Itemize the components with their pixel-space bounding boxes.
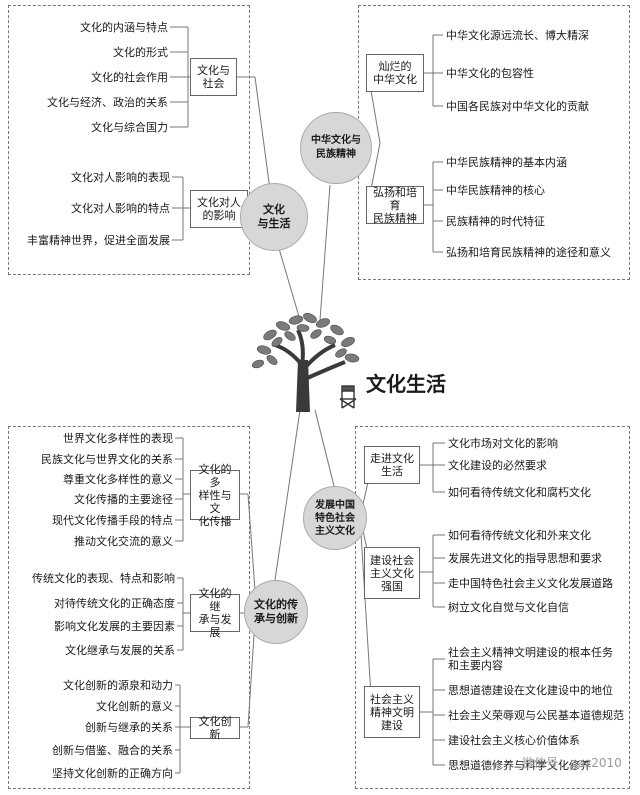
- list-item: 文化市场对文化的影响: [448, 437, 558, 450]
- panel-top-right: [358, 5, 630, 280]
- list-item: 文化建设的必然要求: [448, 459, 547, 472]
- list-item: 文化的内涵与特点: [80, 21, 168, 34]
- list-item: 创新与继承的关系: [85, 721, 173, 734]
- list-item: 文化与经济、政治的关系: [47, 96, 168, 109]
- list-item: 影响文化发展的主要因素: [54, 620, 175, 633]
- list-item: 文化创新的意义: [96, 700, 173, 713]
- list-item: 文化对人影响的特点: [71, 202, 170, 215]
- panel-bottom-right: [355, 426, 630, 789]
- topic-box-culture-society: 文化与 社会: [190, 58, 237, 96]
- topic-box-inherit-develop: 文化的继 承与发展: [190, 587, 240, 639]
- list-item: 尊重文化多样性的意义: [63, 473, 173, 486]
- topic-box-spiritual-civilization: 社会主义 精神文明 建设: [364, 686, 420, 738]
- list-item: 文化的形式: [113, 46, 168, 59]
- page-title: 文化生活: [366, 372, 446, 396]
- list-item: 如何看待传统文化和腐朽文化: [448, 486, 591, 499]
- topic-box-national-spirit: 弘扬和培育 民族精神: [366, 186, 424, 225]
- list-item: 树立文化自觉与文化自信: [448, 601, 569, 614]
- list-item: 推动文化交流的意义: [74, 535, 173, 548]
- list-item: 对待传统文化的正确态度: [54, 597, 175, 610]
- list-item: 文化传播的主要途径: [74, 493, 173, 506]
- list-item: 思想道德建设在文化建设中的地位: [448, 684, 613, 697]
- list-item: 中华文化的包容性: [446, 67, 534, 80]
- list-item: 丰富精神世界，促进全面发展: [27, 234, 170, 247]
- topic-box-innovation: 文化创新: [190, 715, 240, 741]
- list-item: 坚持文化创新的正确方向: [52, 767, 173, 780]
- list-item: 中华文化源远流长、博大精深: [446, 29, 589, 42]
- list-item: 中华民族精神的核心: [446, 184, 545, 197]
- hub-socialist-culture: 发展中国 特色社会 主义文化: [303, 486, 367, 550]
- hub-inherit-innovate: 文化的传 承与创新: [244, 580, 308, 644]
- list-item: 中华民族精神的基本内涵: [446, 156, 567, 169]
- list-item: 社会主义荣辱观与公民基本道德规范: [448, 709, 624, 722]
- list-item: 建设社会主义核心价值体系: [448, 734, 580, 747]
- list-item: 思想道德修养与科学文化修养: [448, 759, 591, 772]
- list-item: 文化与综合国力: [91, 121, 168, 134]
- list-item: 传统文化的表现、特点和影响: [32, 572, 175, 585]
- list-item: 现代文化传播手段的特点: [52, 514, 173, 527]
- topic-box-splendid-culture: 灿烂的 中华文化: [366, 54, 424, 92]
- list-item: 中国各民族对中华文化的贡献: [446, 100, 589, 113]
- list-item: 民族精神的时代特征: [446, 215, 545, 228]
- list-item: 弘扬和培育民族精神的途径和意义: [446, 246, 611, 259]
- list-item: 世界文化多样性的表现: [63, 432, 173, 445]
- tree-icon: [251, 313, 360, 412]
- panel-top-left: [8, 5, 250, 275]
- list-item: 民族文化与世界文化的关系: [41, 453, 173, 466]
- watermark: 微信号：gaz2010: [522, 756, 622, 770]
- hub-chinese-culture-spirit: 中华文化与 民族精神: [300, 112, 372, 184]
- list-item: 文化的社会作用: [91, 71, 168, 84]
- list-item: 文化对人影响的表现: [71, 171, 170, 184]
- list-item: 发展先进文化的指导思想和要求: [448, 552, 602, 565]
- list-item: 走中国特色社会主义文化发展道路: [448, 577, 613, 590]
- topic-box-enter-culture-life: 走进文化 生活: [364, 446, 420, 484]
- list-item: 如何看待传统文化和外来文化: [448, 529, 591, 542]
- list-item: 创新与借鉴、融合的关系: [52, 744, 173, 757]
- topic-box-diversity-spread: 文化的多 样性与文 化传播: [190, 463, 240, 528]
- topic-box-cultural-power: 建设社会 主义文化 强国: [364, 547, 420, 599]
- topic-box-culture-influence: 文化对人 的影响: [190, 190, 248, 228]
- list-item: 文化创新的源泉和动力: [63, 679, 173, 692]
- hub-culture-life: 文化 与生活: [240, 183, 308, 251]
- list-item: 文化继承与发展的关系: [65, 644, 175, 657]
- list-item: 社会主义精神文明建设的根本任务和主要内容: [448, 646, 613, 672]
